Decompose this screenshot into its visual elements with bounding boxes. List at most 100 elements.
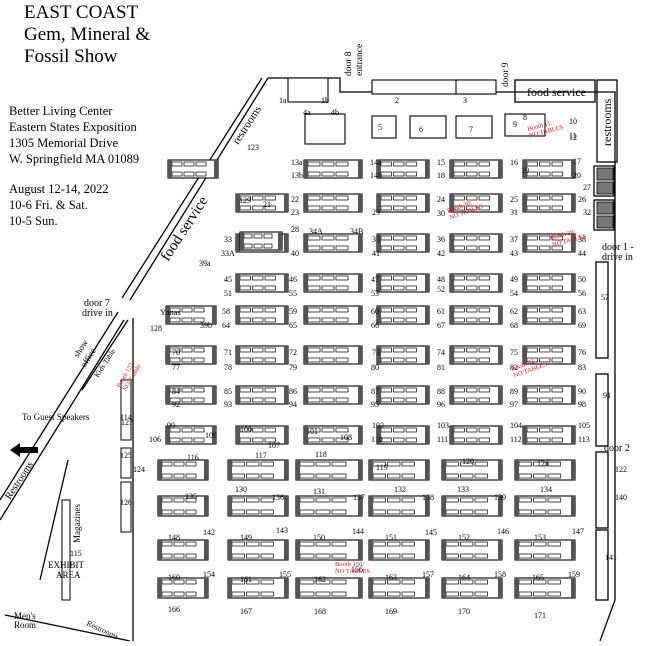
booth-block-r2c1 — [303, 273, 363, 293]
booth-block-top-3 — [504, 113, 546, 137]
entrance-label: entrance — [355, 44, 365, 76]
booth-label-68: 68 — [510, 321, 518, 330]
booth-block-r0c2 — [376, 193, 430, 213]
booth-block-r1c4 — [522, 233, 576, 253]
booth-label-146: 146 — [497, 527, 509, 536]
booth-block-r3c2 — [376, 305, 430, 325]
booth-block-r6left — [165, 425, 217, 445]
door2-label: door 2 — [604, 443, 630, 454]
booth-block-r5left — [165, 385, 217, 405]
booth-block-top-18 — [449, 159, 503, 179]
booth-label-114: 114 — [120, 413, 132, 422]
booth-block-r6c3 — [449, 425, 503, 445]
booth-label-58: 58 — [222, 307, 230, 316]
booth-label-77: 77 — [172, 363, 180, 372]
booth-block-right-2 — [596, 201, 614, 215]
booth-label-132: 132 — [394, 485, 406, 494]
booth-label-115: 115 — [70, 549, 82, 558]
booth-label-89: 89 — [510, 387, 518, 396]
booth-label-37: 37 — [510, 235, 518, 244]
booth-block-r5c3 — [449, 385, 503, 405]
booth-label-50: 50 — [578, 275, 586, 284]
venue-line-2: Eastern States Exposition — [9, 120, 137, 134]
show-title-line-3: Fossil Show — [24, 46, 118, 67]
booth-label-117: 117 — [255, 451, 267, 460]
booth-label-14a: 14a — [370, 158, 382, 167]
booth-label-83: 83 — [578, 363, 586, 372]
booth-label-55: 55 — [289, 289, 297, 298]
booth-label-94: 94 — [289, 400, 297, 409]
booth-label-92: 92 — [172, 400, 180, 409]
booth-block-r1c3 — [449, 233, 503, 253]
booth-label-74: 74 — [437, 348, 445, 357]
booth-label-28: 28 — [291, 225, 299, 234]
door7-label: door 7 — [84, 298, 110, 309]
booth-label-82: 82 — [510, 363, 518, 372]
booth-label-91: 91 — [603, 391, 611, 400]
booth-label-107: 107 — [268, 441, 280, 450]
booth-label-141: 141 — [605, 553, 617, 562]
booth-label-93: 93 — [224, 400, 232, 409]
venue-line-1: Better Living Center — [9, 104, 113, 118]
booth-block-r7c3 — [441, 459, 503, 481]
booth-block-r4c1 — [303, 345, 363, 365]
booth-label-163: 163 — [385, 573, 397, 582]
booth-label-106: 106 — [149, 435, 161, 444]
booth-label-85: 85 — [224, 387, 232, 396]
booth-label-118: 118 — [315, 450, 327, 459]
booth-block-left-33 — [239, 231, 283, 251]
booth-block-r1c1 — [303, 233, 363, 253]
booth-block-r2c2 — [376, 273, 430, 293]
booth-label-4b: 4b — [331, 108, 339, 117]
booth-label-88: 88 — [437, 387, 445, 396]
booth-label-8: 8 — [523, 113, 527, 122]
booth-label-10: 10 — [569, 117, 577, 126]
booth-label-95: 95 — [371, 400, 379, 409]
booth-label-51: 51 — [224, 289, 232, 298]
booth-label-30: 30 — [437, 209, 445, 218]
booth-block-r7c4 — [514, 459, 576, 481]
booth-label-57: 57 — [601, 293, 609, 302]
door7-drive-label: drive in — [82, 308, 113, 319]
magazines-label: Magazines — [72, 504, 82, 543]
booth-label-33: 33 — [224, 235, 232, 244]
booth-label-49: 49 — [510, 275, 518, 284]
booth-block-top-7 — [304, 113, 346, 145]
booth-label-21: 21 — [263, 200, 271, 209]
booth-label-103: 103 — [437, 421, 449, 430]
booth-label-13a: 13a — [291, 158, 303, 167]
booth-block-r0c3 — [449, 193, 503, 213]
booth-label-35: 35 — [372, 235, 380, 244]
booth-block-r7left — [157, 459, 209, 481]
booth-block-r9c0 — [227, 539, 289, 561]
booth-label-150: 150 — [313, 533, 325, 542]
booth-label-145: 145 — [425, 528, 437, 537]
booth-label-69: 69 — [578, 321, 586, 330]
booth-block-r9c1 — [295, 539, 363, 561]
booth-block-r3c4 — [522, 305, 576, 325]
booth-block-r6c2 — [376, 425, 430, 445]
booth-label-39b: 39b — [200, 321, 212, 330]
booth-label-96: 96 — [437, 400, 445, 409]
booth-label-84: 84 — [172, 387, 180, 396]
booth-label-140: 140 — [615, 493, 627, 502]
booth-label-15: 15 — [437, 158, 445, 167]
booth-label-136: 136 — [272, 493, 284, 502]
booth-block-top-17 — [522, 159, 576, 179]
booth-label-78: 78 — [224, 363, 232, 372]
booth-label-110: 110 — [371, 435, 383, 444]
booth-label-23: 23 — [291, 208, 299, 217]
booth-label-64: 64 — [222, 321, 230, 330]
booth-label-137: 137 — [353, 493, 365, 502]
booth-block-r10c1 — [295, 577, 363, 599]
booth-label-109: 109 — [205, 431, 217, 440]
booth-block-r10c2 — [368, 577, 430, 599]
booth-label-111: 111 — [437, 435, 448, 444]
booth-label-33A: 33A — [221, 249, 235, 258]
booth-label-122: 122 — [615, 465, 627, 474]
booth-block-r4c3 — [449, 345, 503, 365]
booth-label-34B: 34B — [350, 227, 363, 236]
booth-label-18: 18 — [437, 171, 445, 180]
restrooms-right-label: restrooms — [600, 98, 614, 146]
door1-drive-label: drive in — [602, 252, 633, 263]
